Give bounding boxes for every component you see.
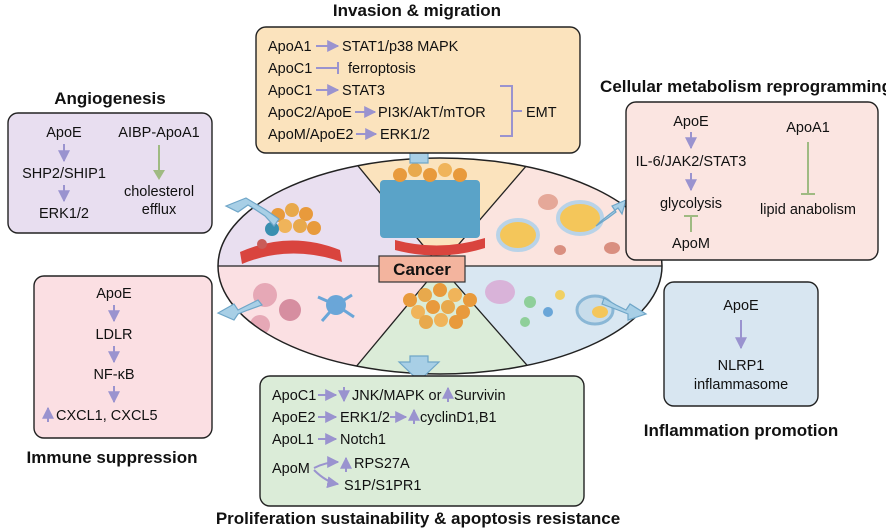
pro-r1-right: Survivin	[454, 388, 506, 404]
central-ellipse	[217, 157, 663, 375]
ang-shp: SHP2/SHIP1	[22, 166, 106, 182]
met-lipid: lipid anabolism	[760, 202, 856, 218]
pro-r3-left: ApoL1	[272, 432, 314, 448]
emt-label: EMT	[526, 105, 557, 121]
pro-r3-right: Notch1	[340, 432, 386, 448]
imm-cxcl: CXCL1, CXCL5	[56, 408, 158, 424]
inf-apoe: ApoE	[723, 298, 759, 314]
big-arrow-angiogenesis	[224, 197, 280, 227]
inv-line3-left: ApoC1	[268, 83, 312, 99]
met-il6: IL-6/JAK2/STAT3	[636, 154, 747, 170]
big-arrow-inflammation	[601, 297, 648, 321]
pro-r4-down: S1P/S1PR1	[344, 478, 421, 494]
inv-line5-right: ERK1/2	[380, 127, 430, 143]
immune-cells-illustration	[250, 283, 355, 335]
imm-ldlr: LDLR	[95, 327, 132, 343]
vessel-illustration	[240, 203, 342, 264]
met-apoe: ApoE	[673, 114, 709, 130]
imm-apoe: ApoE	[96, 286, 132, 302]
inf-inflammasome: inflammasome	[694, 377, 788, 393]
tumor-invasion-illustration	[380, 163, 485, 256]
cancer-text: Cancer	[393, 260, 451, 279]
proliferation-section: ApoC1 JNK/MAPK or Survivin ApoE2 ERK1/2 …	[216, 375, 620, 528]
cancer-label: Cancer	[378, 255, 466, 283]
pro-r2-left: ApoE2	[272, 410, 316, 426]
pro-r4-up: RPS27A	[354, 456, 410, 472]
angiogenesis-section: Angiogenesis ApoE SHP2/SHIP1 ERK1/2 AIBP…	[7, 89, 213, 234]
pro-r1-left: ApoC1	[272, 388, 316, 404]
ang-apoe: ApoE	[46, 125, 82, 141]
metabolism-title: Cellular metabolism reprogramming	[600, 77, 886, 96]
inv-line1-left: ApoA1	[268, 39, 312, 55]
metabolism-cells-illustration	[496, 194, 620, 255]
immune-title: Immune suppression	[27, 448, 198, 467]
big-arrow-metabolism	[595, 198, 627, 227]
inv-line2-left: ApoC1	[268, 61, 312, 77]
pro-r2-mid: ERK1/2	[340, 410, 390, 426]
pro-r2-right: cyclinD1,B1	[420, 410, 497, 426]
ang-cholesterol: cholesterol	[124, 184, 194, 200]
invasion-section: Invasion & migration ApoA1 STAT1/p38 MAP…	[255, 1, 581, 154]
proliferation-cells-illustration	[403, 283, 477, 329]
met-apoa1: ApoA1	[786, 120, 830, 136]
ang-erk: ERK1/2	[39, 206, 89, 222]
inv-line4-right: PI3K/AkT/mTOR	[378, 105, 486, 121]
inv-line3-right: STAT3	[342, 83, 385, 99]
inv-line1-right: STAT1/p38 MAPK	[342, 39, 459, 55]
pro-r1-mid: JNK/MAPK or	[352, 388, 442, 404]
emt-bracket	[500, 85, 522, 137]
proliferation-title: Proliferation sustainability & apoptosis…	[216, 509, 620, 528]
big-arrow-immune	[216, 299, 263, 321]
met-apom: ApoM	[672, 236, 710, 252]
pro-r4-left: ApoM	[272, 461, 310, 477]
inflammation-title: Inflammation promotion	[644, 421, 839, 440]
inflammation-section: ApoE NLRP1 inflammasome Inflammation pro…	[644, 281, 839, 440]
immune-section: ApoE LDLR NF-κB CXCL1, CXCL5 Immune supp…	[27, 275, 213, 467]
invasion-title: Invasion & migration	[333, 1, 501, 20]
big-arrow-proliferation	[397, 355, 441, 382]
metabolism-section: Cellular metabolism reprogramming ApoE I…	[600, 77, 886, 261]
inv-line4-left: ApoC2/ApoE	[268, 105, 352, 121]
imm-nfkb: NF-κB	[93, 367, 134, 383]
inf-nlrp1: NLRP1	[718, 358, 765, 374]
met-glycolysis: glycolysis	[660, 196, 722, 212]
ang-aibp: AIBP-ApoA1	[118, 125, 199, 141]
ang-efflux: efflux	[142, 202, 177, 218]
inv-line5-left: ApoM/ApoE2	[268, 127, 353, 143]
inv-line2-right: ferroptosis	[348, 61, 416, 77]
angiogenesis-title: Angiogenesis	[54, 89, 165, 108]
